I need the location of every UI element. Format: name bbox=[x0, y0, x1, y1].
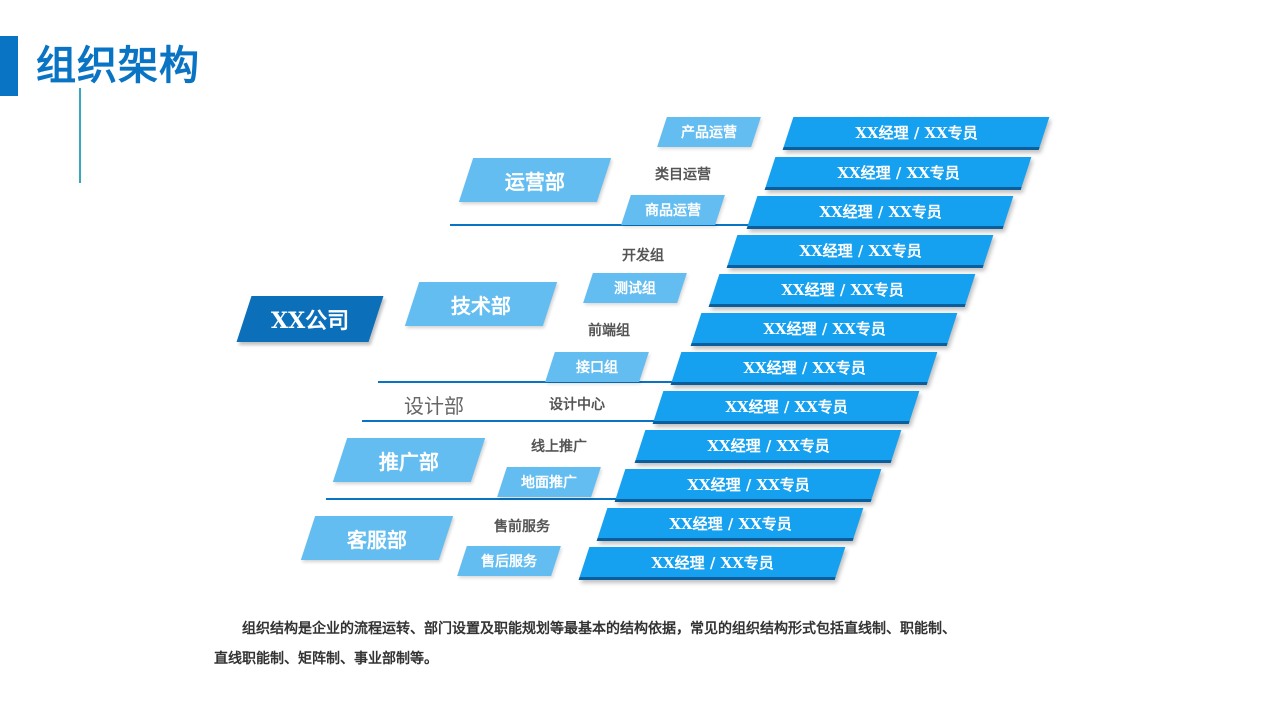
page-title: 组织架构 bbox=[36, 43, 200, 89]
title-accent-bar bbox=[0, 36, 18, 96]
dept-tech: 技术部 bbox=[404, 282, 558, 326]
separator-line bbox=[450, 224, 770, 226]
dept-design: 设计部 bbox=[404, 394, 464, 418]
sub-item: 产品运营 bbox=[657, 117, 761, 147]
role-bar: XX经理 / XX专员 bbox=[670, 352, 938, 385]
separator-line bbox=[378, 381, 678, 383]
sub-item: 售前服务 bbox=[494, 519, 550, 535]
sub-item: 地面推广 bbox=[497, 467, 601, 497]
sub-item: 开发组 bbox=[622, 248, 664, 264]
dept-service: 客服部 bbox=[300, 516, 454, 560]
dept-ops: 运营部 bbox=[458, 158, 612, 202]
role-bar: XX经理 / XX专员 bbox=[578, 547, 846, 580]
description-line: 直线职能制、矩阵制、事业部制等。 bbox=[214, 651, 438, 667]
role-bar: XX经理 / XX专员 bbox=[726, 235, 994, 268]
sub-item: 线上推广 bbox=[531, 439, 587, 455]
company-box: XX公司 bbox=[236, 296, 384, 342]
role-bar: XX经理 / XX专员 bbox=[708, 274, 976, 307]
role-bar: XX经理 / XX专员 bbox=[690, 313, 958, 346]
title-divider bbox=[79, 88, 81, 183]
description-paragraph: 组织结构是企业的流程运转、部门设置及职能规划等最基本的结构依据，常见的组织结构形… bbox=[214, 614, 1074, 674]
role-bar: XX经理 / XX专员 bbox=[652, 391, 920, 424]
company-label: XX公司 bbox=[270, 308, 350, 334]
sub-item: 类目运营 bbox=[655, 167, 711, 183]
role-bar: XX经理 / XX专员 bbox=[764, 157, 1032, 190]
role-bar: XX经理 / XX专员 bbox=[782, 117, 1050, 150]
separator-line bbox=[326, 498, 626, 500]
dept-promo: 推广部 bbox=[332, 438, 486, 482]
role-bar: XX经理 / XX专员 bbox=[746, 196, 1014, 229]
role-bar: XX经理 / XX专员 bbox=[596, 508, 864, 541]
sub-item: 售后服务 bbox=[457, 546, 561, 576]
sub-item: 前端组 bbox=[588, 323, 630, 339]
sub-item: 测试组 bbox=[583, 273, 687, 303]
separator-line bbox=[362, 420, 662, 422]
sub-item: 商品运营 bbox=[621, 195, 725, 225]
role-bar: XX经理 / XX专员 bbox=[614, 469, 882, 502]
sub-item: 接口组 bbox=[545, 352, 649, 382]
role-bar: XX经理 / XX专员 bbox=[634, 430, 902, 463]
description-line: 组织结构是企业的流程运转、部门设置及职能规划等最基本的结构依据，常见的组织结构形… bbox=[242, 621, 956, 637]
sub-item: 设计中心 bbox=[549, 397, 605, 413]
